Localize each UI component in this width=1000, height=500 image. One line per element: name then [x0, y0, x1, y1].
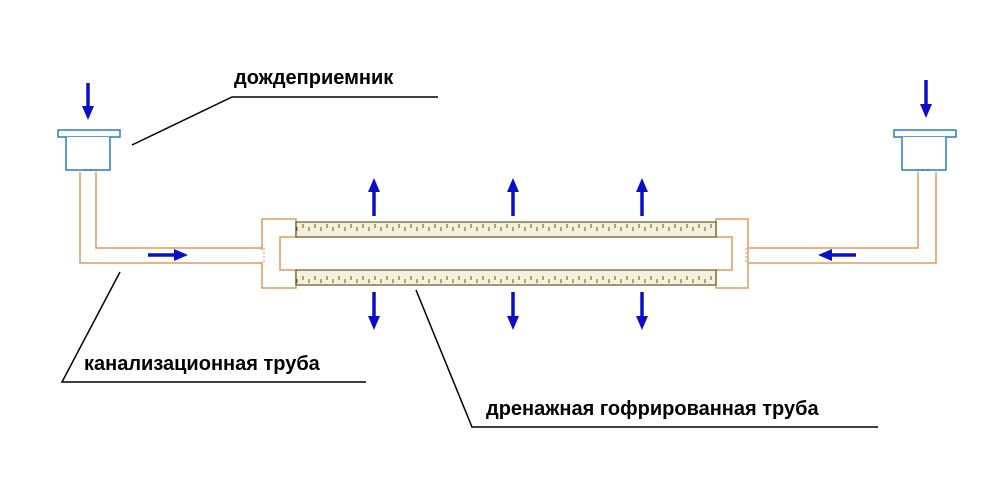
rain-inlet-left-body [65, 137, 111, 171]
sewer-pipe-right [748, 172, 937, 264]
arrow-up-icon [368, 178, 380, 216]
arrow-down-icon [507, 292, 519, 330]
rain-inlet-left [57, 129, 121, 171]
arrow-up-icon [507, 178, 519, 216]
flow-arrows [82, 80, 932, 330]
rain-inlet-right-grate [893, 129, 957, 138]
leader-sewer-pipe [60, 271, 366, 383]
drain-pipe [295, 221, 717, 286]
sewer-pipe-left [79, 172, 262, 264]
leader-drain-pipe [415, 289, 878, 428]
leader-lines [60, 96, 878, 428]
arrow-down-icon [82, 83, 94, 120]
coupling-left [261, 218, 297, 289]
rain-inlet-left-grate [57, 129, 121, 138]
arrow-left-icon [818, 249, 856, 261]
coupling-right [715, 218, 749, 289]
arrow-down-icon [368, 292, 380, 330]
arrow-down-icon [636, 292, 648, 330]
arrow-down-icon [920, 80, 932, 118]
arrow-right-icon [148, 249, 188, 261]
label-rain-inlet: дождеприемник [234, 67, 394, 89]
label-sewer-pipe: канализационная труба [84, 353, 321, 375]
label-drain-pipe: дренажная гофрированная труба [486, 398, 819, 420]
arrow-up-icon [636, 178, 648, 216]
rain-inlet-right [893, 129, 957, 171]
rain-inlet-right-body [901, 137, 947, 171]
leader-rain-inlet [131, 96, 438, 146]
